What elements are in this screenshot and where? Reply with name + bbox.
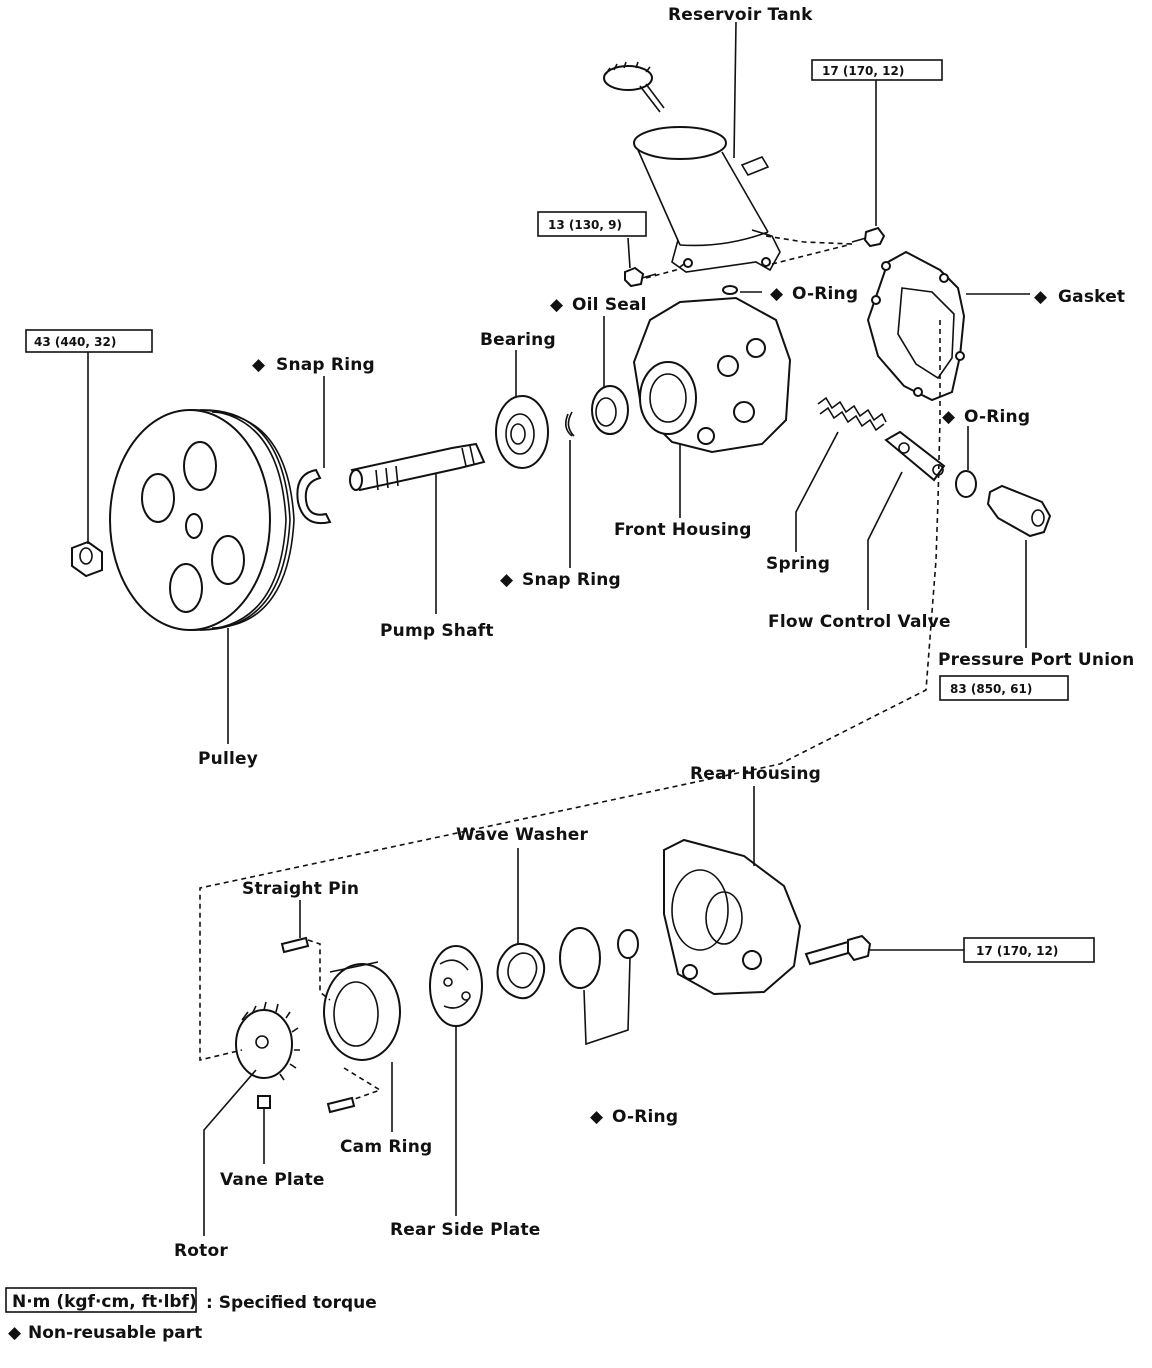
label-straight-pin: Straight Pin bbox=[242, 879, 359, 899]
label-flow-control-valve: Flow Control Valve bbox=[768, 612, 951, 632]
reservoir-bolt-drawing bbox=[851, 226, 886, 248]
bearing-drawing bbox=[495, 395, 549, 469]
label-gasket: Gasket bbox=[1058, 287, 1125, 307]
assembly-guide-lines bbox=[199, 235, 941, 1101]
rear-housing-drawing bbox=[663, 838, 802, 996]
label-front-housing: Front Housing bbox=[614, 520, 752, 540]
label-o-ring-top: O-Ring bbox=[792, 284, 858, 304]
torque-bracket-bolt: 13 (130, 9) bbox=[548, 218, 622, 232]
torque-pressure-port: 83 (850, 61) bbox=[950, 682, 1032, 696]
nonreusable-mark: ◆ bbox=[500, 570, 514, 590]
spring-drawing bbox=[817, 396, 887, 432]
pressure-port-union-drawing bbox=[986, 484, 1052, 538]
nonreusable-mark: ◆ bbox=[252, 355, 266, 375]
front-housing-drawing bbox=[632, 296, 792, 454]
wave-washer-drawing bbox=[496, 942, 546, 1000]
nonreusable-mark: ◆ bbox=[550, 295, 564, 315]
nonreusable-mark: ◆ bbox=[942, 407, 956, 427]
legend-torque-box: N·m (kgf·cm, ft·lbf) bbox=[12, 1292, 197, 1312]
label-o-ring-bottom: O-Ring bbox=[612, 1107, 678, 1127]
pump-shaft-drawing bbox=[349, 442, 486, 492]
o-ring-top-drawing bbox=[722, 285, 738, 295]
torque-reservoir-bolt: 17 (170, 12) bbox=[822, 64, 904, 78]
label-pump-shaft: Pump Shaft bbox=[380, 621, 494, 641]
label-wave-washer: Wave Washer bbox=[456, 825, 589, 845]
rear-housing-bolt-drawing bbox=[804, 934, 872, 966]
o-ring-right-drawing bbox=[955, 470, 977, 498]
nonreusable-mark: ◆ bbox=[770, 284, 784, 304]
reservoir-tank-drawing bbox=[633, 126, 781, 273]
label-rear-housing: Rear Housing bbox=[690, 764, 821, 784]
label-snap-ring-upper: Snap Ring bbox=[276, 355, 375, 375]
label-pressure-port-union: Pressure Port Union bbox=[938, 650, 1134, 670]
nonreusable-mark: ◆ bbox=[1034, 287, 1048, 307]
torque-pulley-nut: 43 (440, 32) bbox=[34, 335, 116, 349]
vane-plate-drawing bbox=[257, 1095, 271, 1109]
label-oil-seal: Oil Seal bbox=[572, 295, 647, 315]
label-reservoir-tank: Reservoir Tank bbox=[668, 5, 813, 25]
snap-ring-upper-drawing bbox=[296, 468, 332, 524]
legend-nonreusable-desc: Non-reusable part bbox=[28, 1323, 202, 1343]
nonreusable-mark: ◆ bbox=[590, 1107, 604, 1127]
label-vane-plate: Vane Plate bbox=[220, 1170, 325, 1190]
o-ring-bottom-drawing bbox=[559, 927, 639, 989]
legend-torque-desc: : Specified torque bbox=[206, 1293, 377, 1313]
rotor-drawing bbox=[235, 1001, 300, 1081]
flow-control-valve-drawing bbox=[884, 430, 946, 482]
torque-boxes: 17 (170, 12) 13 (130, 9) 43 (440, 32) 83… bbox=[25, 59, 1095, 963]
label-snap-ring-lower: Snap Ring bbox=[522, 570, 621, 590]
straight-pin-drawing bbox=[280, 936, 356, 1114]
bracket-bolt-drawing bbox=[624, 266, 657, 288]
label-rear-side-plate: Rear Side Plate bbox=[390, 1220, 541, 1240]
rear-side-plate-drawing bbox=[429, 945, 483, 1027]
cam-ring-drawing bbox=[323, 961, 401, 1061]
legend-nonreusable-symbol: ◆ bbox=[8, 1323, 22, 1343]
label-rotor: Rotor bbox=[174, 1241, 228, 1261]
reservoir-cap-drawing bbox=[603, 61, 665, 113]
pulley-drawing bbox=[109, 409, 295, 631]
label-bearing: Bearing bbox=[480, 330, 556, 350]
legend: N·m (kgf·cm, ft·lbf) : Specified torque … bbox=[5, 1287, 377, 1343]
label-o-ring-right: O-Ring bbox=[964, 407, 1030, 427]
part-labels: Reservoir Tank ◆ O-Ring ◆ Gasket ◆ Oil S… bbox=[174, 5, 1134, 1261]
torque-rear-housing-bolt: 17 (170, 12) bbox=[976, 944, 1058, 958]
snap-ring-lower-drawing bbox=[564, 411, 575, 437]
gasket-drawing bbox=[866, 250, 966, 402]
pulley-nut-drawing bbox=[71, 540, 103, 578]
leader-lines bbox=[87, 21, 1030, 1236]
label-cam-ring: Cam Ring bbox=[340, 1137, 432, 1157]
label-pulley: Pulley bbox=[198, 749, 258, 769]
label-spring: Spring bbox=[766, 554, 830, 574]
oil-seal-drawing bbox=[591, 385, 629, 435]
